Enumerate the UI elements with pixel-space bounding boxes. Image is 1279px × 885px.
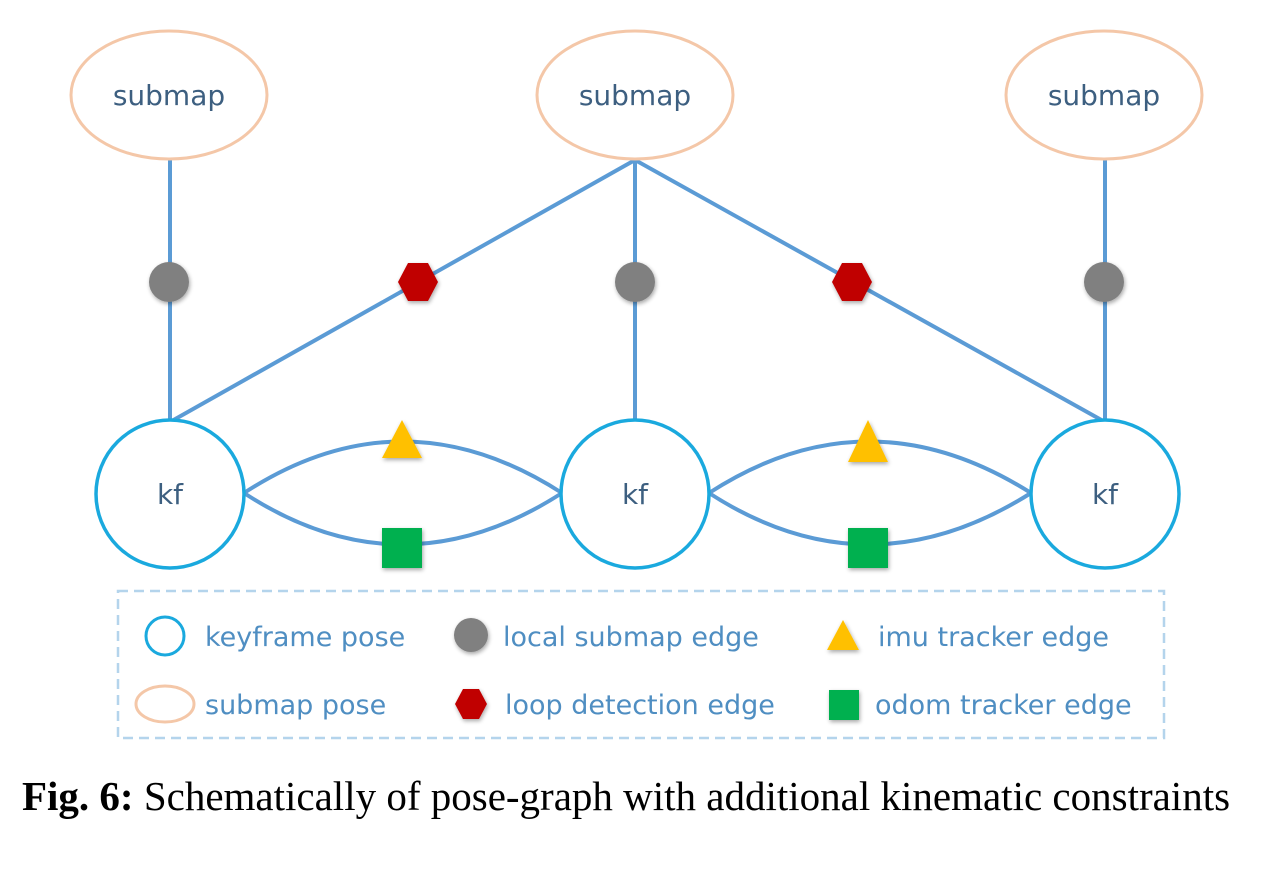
submap-pose-legend-label: submap pose bbox=[205, 690, 386, 721]
keyframe-label: kf bbox=[1092, 478, 1119, 511]
legend: keyframe pose submap pose local submap e… bbox=[116, 589, 1166, 740]
local-submap-edge-legend-icon bbox=[454, 618, 488, 652]
loop-edge-line-left bbox=[169, 158, 636, 424]
submap-pose-legend-icon bbox=[134, 684, 196, 724]
legend-border bbox=[116, 589, 1166, 740]
loop-detection-edge-marker-left bbox=[398, 263, 438, 301]
submap-node-middle: submap bbox=[535, 29, 735, 161]
imu-tracker-edge-marker-left bbox=[382, 420, 422, 458]
odom-tracker-edge-legend-icon bbox=[829, 690, 859, 720]
keyframe-label: kf bbox=[157, 478, 184, 511]
figure-caption-text: Schematically of pose-graph with additio… bbox=[143, 773, 1231, 819]
local-submap-edge-marker-left bbox=[149, 262, 189, 302]
keyframe-node-right: kf bbox=[1029, 418, 1181, 570]
submap-label: submap bbox=[113, 79, 225, 112]
odom-tracker-edge-marker-left bbox=[382, 528, 422, 568]
loop-detection-edge-legend-icon bbox=[455, 689, 487, 719]
keyframe-pose-legend-icon bbox=[144, 615, 186, 657]
figure-caption-label: Fig. 6: bbox=[22, 773, 134, 819]
keyframe-pose-legend-label: keyframe pose bbox=[205, 622, 405, 653]
imu-tracker-edge-legend-label: imu tracker edge bbox=[878, 622, 1109, 653]
figure-caption: Fig. 6: Schematically of pose-graph with… bbox=[22, 770, 1254, 822]
submap-node-right: submap bbox=[1004, 29, 1204, 161]
keyframe-node-left: kf bbox=[94, 418, 246, 570]
odom-tracker-edge-legend-label: odom tracker edge bbox=[875, 690, 1132, 721]
keyframe-label: kf bbox=[622, 478, 649, 511]
odom-tracker-edge-marker-right bbox=[848, 528, 888, 568]
submap-label: submap bbox=[1048, 79, 1160, 112]
local-submap-edge-marker-middle bbox=[615, 262, 655, 302]
loop-edge-line-right bbox=[634, 158, 1106, 424]
loop-detection-edge-marker-right bbox=[832, 263, 872, 301]
local-submap-edge-marker-right bbox=[1084, 262, 1124, 302]
local-submap-edge-legend-label: local submap edge bbox=[503, 622, 759, 653]
pose-graph-diagram: submap submap submap kf kf kf keyframe p… bbox=[69, 29, 1204, 740]
submap-label: submap bbox=[579, 79, 691, 112]
keyframe-node-middle: kf bbox=[559, 418, 711, 570]
loop-detection-edge-legend-label: loop detection edge bbox=[505, 690, 775, 721]
submap-node-left: submap bbox=[69, 29, 269, 161]
imu-tracker-edge-marker-right bbox=[848, 420, 888, 462]
imu-tracker-edge-legend-icon bbox=[827, 620, 859, 650]
